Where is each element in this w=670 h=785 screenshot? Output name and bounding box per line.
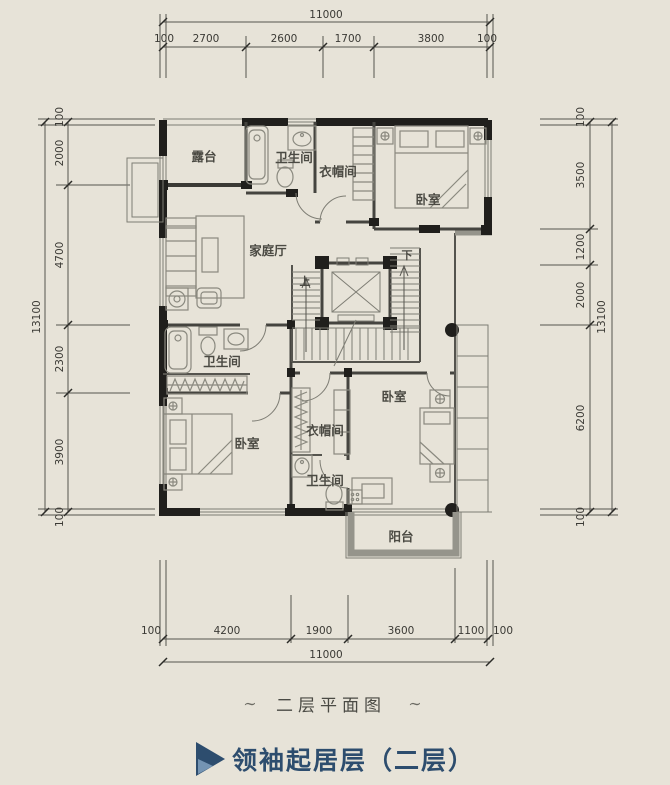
dim-right-1: 3500 [575,162,587,189]
window-top [288,118,316,126]
stair-break-line [333,319,357,367]
plant [165,287,189,311]
dim-top-overall: 11000 [309,9,342,21]
exterior [126,157,489,559]
room-label-bath-bottom: 卫生间 [306,473,344,488]
dim-right-5: 100 [575,507,587,527]
dim-right-overall: 13100 [596,300,608,333]
bathtub-mid [164,326,192,374]
room-label-cloak-bottom: 衣帽间 [306,423,344,438]
room-label-bath-mid: 卫生间 [203,354,241,369]
stair-arrow-down [399,264,409,350]
window-bottom-bedroom [200,508,285,516]
dim-bottom-0: 100 [141,625,161,637]
window-right-bedroom [484,140,492,197]
stool [347,489,363,505]
subtitle-ornament-left: ∼ [243,694,256,713]
room-label-family-hall: 家庭厅 [249,243,287,258]
dim-left-0: 100 [54,107,66,127]
dim-bottom-overall: 11000 [309,649,342,661]
armchair [196,287,222,309]
dim-top-3: 1700 [335,33,362,45]
stairs [292,253,420,367]
side-bay-inner [131,162,159,218]
sink-bottom [291,454,313,478]
stair-arrow-up [301,276,311,352]
side-bay-outer [126,157,164,223]
plan-subtitle: 二层平面图 [276,696,386,716]
dim-bottom-2: 1900 [306,625,333,637]
bed-right [347,389,455,505]
room-label-bedroom-left: 卧室 [234,436,260,451]
room-label-cloak-top: 衣帽间 [319,164,357,179]
dim-right: 100 3500 1200 2000 6200 100 13100 [540,107,618,527]
dim-left-overall: 13100 [31,300,43,333]
room-label-bedroom-right: 卧室 [381,389,407,404]
page-heading: 领袖起居层（二层） [232,746,475,775]
elevator-car [331,271,381,313]
column-dot-upper [445,323,459,337]
dim-bottom: 100 4200 1900 3600 1100 100 11000 [141,560,513,667]
sink-top [287,125,317,151]
bathtub-top [245,125,269,185]
closet-mid [166,375,248,395]
dim-top-4: 3800 [418,33,445,45]
coffee-table [201,237,219,273]
heading-triangle-icon [196,742,225,776]
room-label-bath-top: 卫生间 [275,150,313,165]
room-label-terrace: 露台 [191,149,216,164]
toilet-bottom [325,483,344,511]
dim-top-1: 2700 [193,33,220,45]
dim-top: 11000 100 2700 2600 1700 3800 100 [154,9,497,78]
desk [351,477,393,505]
dim-left-1: 2000 [54,140,66,167]
room-label-bedroom-top: 卧室 [415,192,441,207]
subtitle-ornament-right: ∼ [408,694,421,713]
balcony-walls [345,512,462,559]
dim-bottom-1: 4200 [214,625,241,637]
toilet-mid [198,326,218,356]
balcony-door [350,508,455,516]
dim-left: 100 2000 4700 2300 3900 100 13100 [31,107,155,527]
toilet-top [276,159,294,188]
closet-bottom [291,387,351,455]
dim-right-4: 6200 [575,405,587,432]
stair-label-down: 下 [402,249,413,262]
dim-top-2: 2600 [271,33,298,45]
cloak-top-shelves [352,127,375,201]
dim-bottom-3: 3600 [388,625,415,637]
window-left-bedroom [159,406,167,484]
furniture [163,125,487,511]
dim-top-5: 100 [477,33,497,45]
captions: ∼ 二层平面图 ∼ 领袖起居层（二层） [196,694,475,776]
stair-label-up: 上 [300,274,311,288]
stair-flight-right [390,253,420,333]
wardrobe-column [333,389,351,455]
dim-right-0: 100 [575,107,587,127]
bed-top [376,125,487,209]
dim-left-5: 100 [54,507,66,527]
room-labels: 露台 卫生间 衣帽间 卧室 家庭厅 卫生间 卧室 衣帽间 卫生间 卧室 阳台 上… [191,149,441,544]
dim-bottom-4: 1100 [458,625,485,637]
dim-right-2: 1200 [575,234,587,261]
doors [239,192,451,489]
room-label-balcony: 阳台 [388,529,413,544]
dim-top-0: 100 [154,33,174,45]
dim-left-3: 2300 [54,346,66,373]
stair-flight-bottom [292,327,420,360]
ac-grid [456,324,489,513]
dim-left-2: 4700 [54,242,66,269]
dim-right-3: 2000 [575,282,587,309]
bed-left [163,397,233,491]
dim-left-4: 3900 [54,439,66,466]
dim-bottom-5: 100 [493,625,513,637]
sink-mid [223,328,249,350]
sofa [165,215,245,311]
